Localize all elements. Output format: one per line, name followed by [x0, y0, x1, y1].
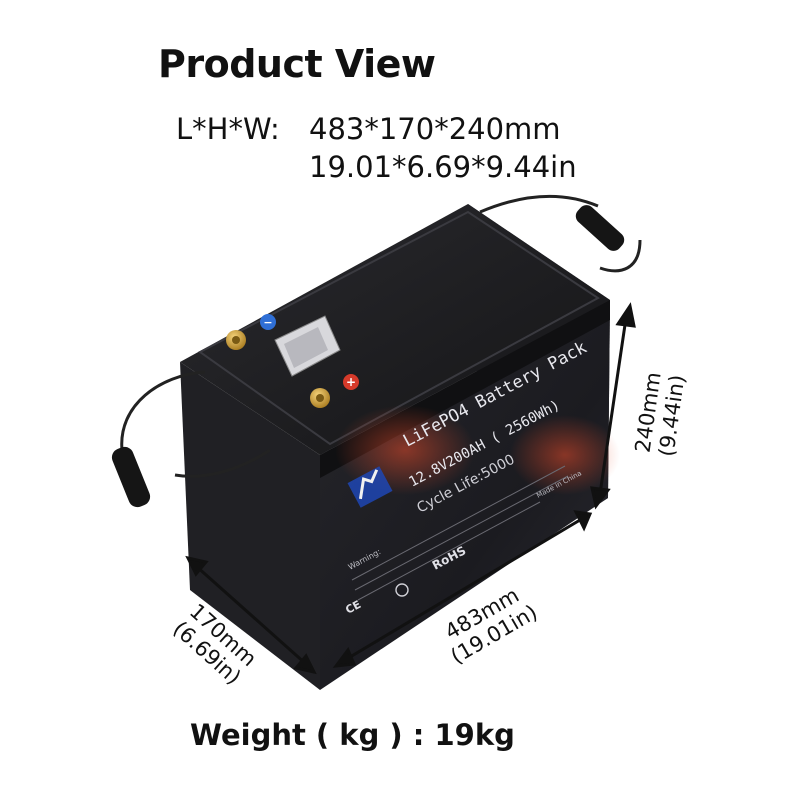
negative-symbol: − [263, 316, 272, 329]
front-handle-rope [120, 370, 206, 451]
dimensions-mm: 483*170*240mm [309, 112, 561, 146]
recycle-icon [395, 583, 409, 597]
width-arrow [185, 555, 317, 675]
front-handle-grip [111, 446, 151, 508]
ce-label: CE [343, 598, 363, 617]
rear-handle-rope [479, 194, 599, 214]
dimensions-label: L*H*W: [176, 112, 280, 146]
brand-logo [347, 466, 393, 508]
rear-handle-grip [575, 205, 625, 251]
dimensions-inches: 19.01*6.69*9.44in [309, 150, 577, 184]
weight-label: Weight ( kg ) : 19kg [190, 718, 515, 752]
positive-symbol: + [346, 375, 356, 389]
page-title: Product View [158, 42, 436, 86]
battery-front [180, 362, 320, 690]
height-arrow [590, 302, 636, 510]
positive-marker [343, 374, 359, 390]
negative-marker [260, 314, 276, 330]
battery-top [180, 204, 610, 455]
length-arrow [332, 510, 593, 668]
